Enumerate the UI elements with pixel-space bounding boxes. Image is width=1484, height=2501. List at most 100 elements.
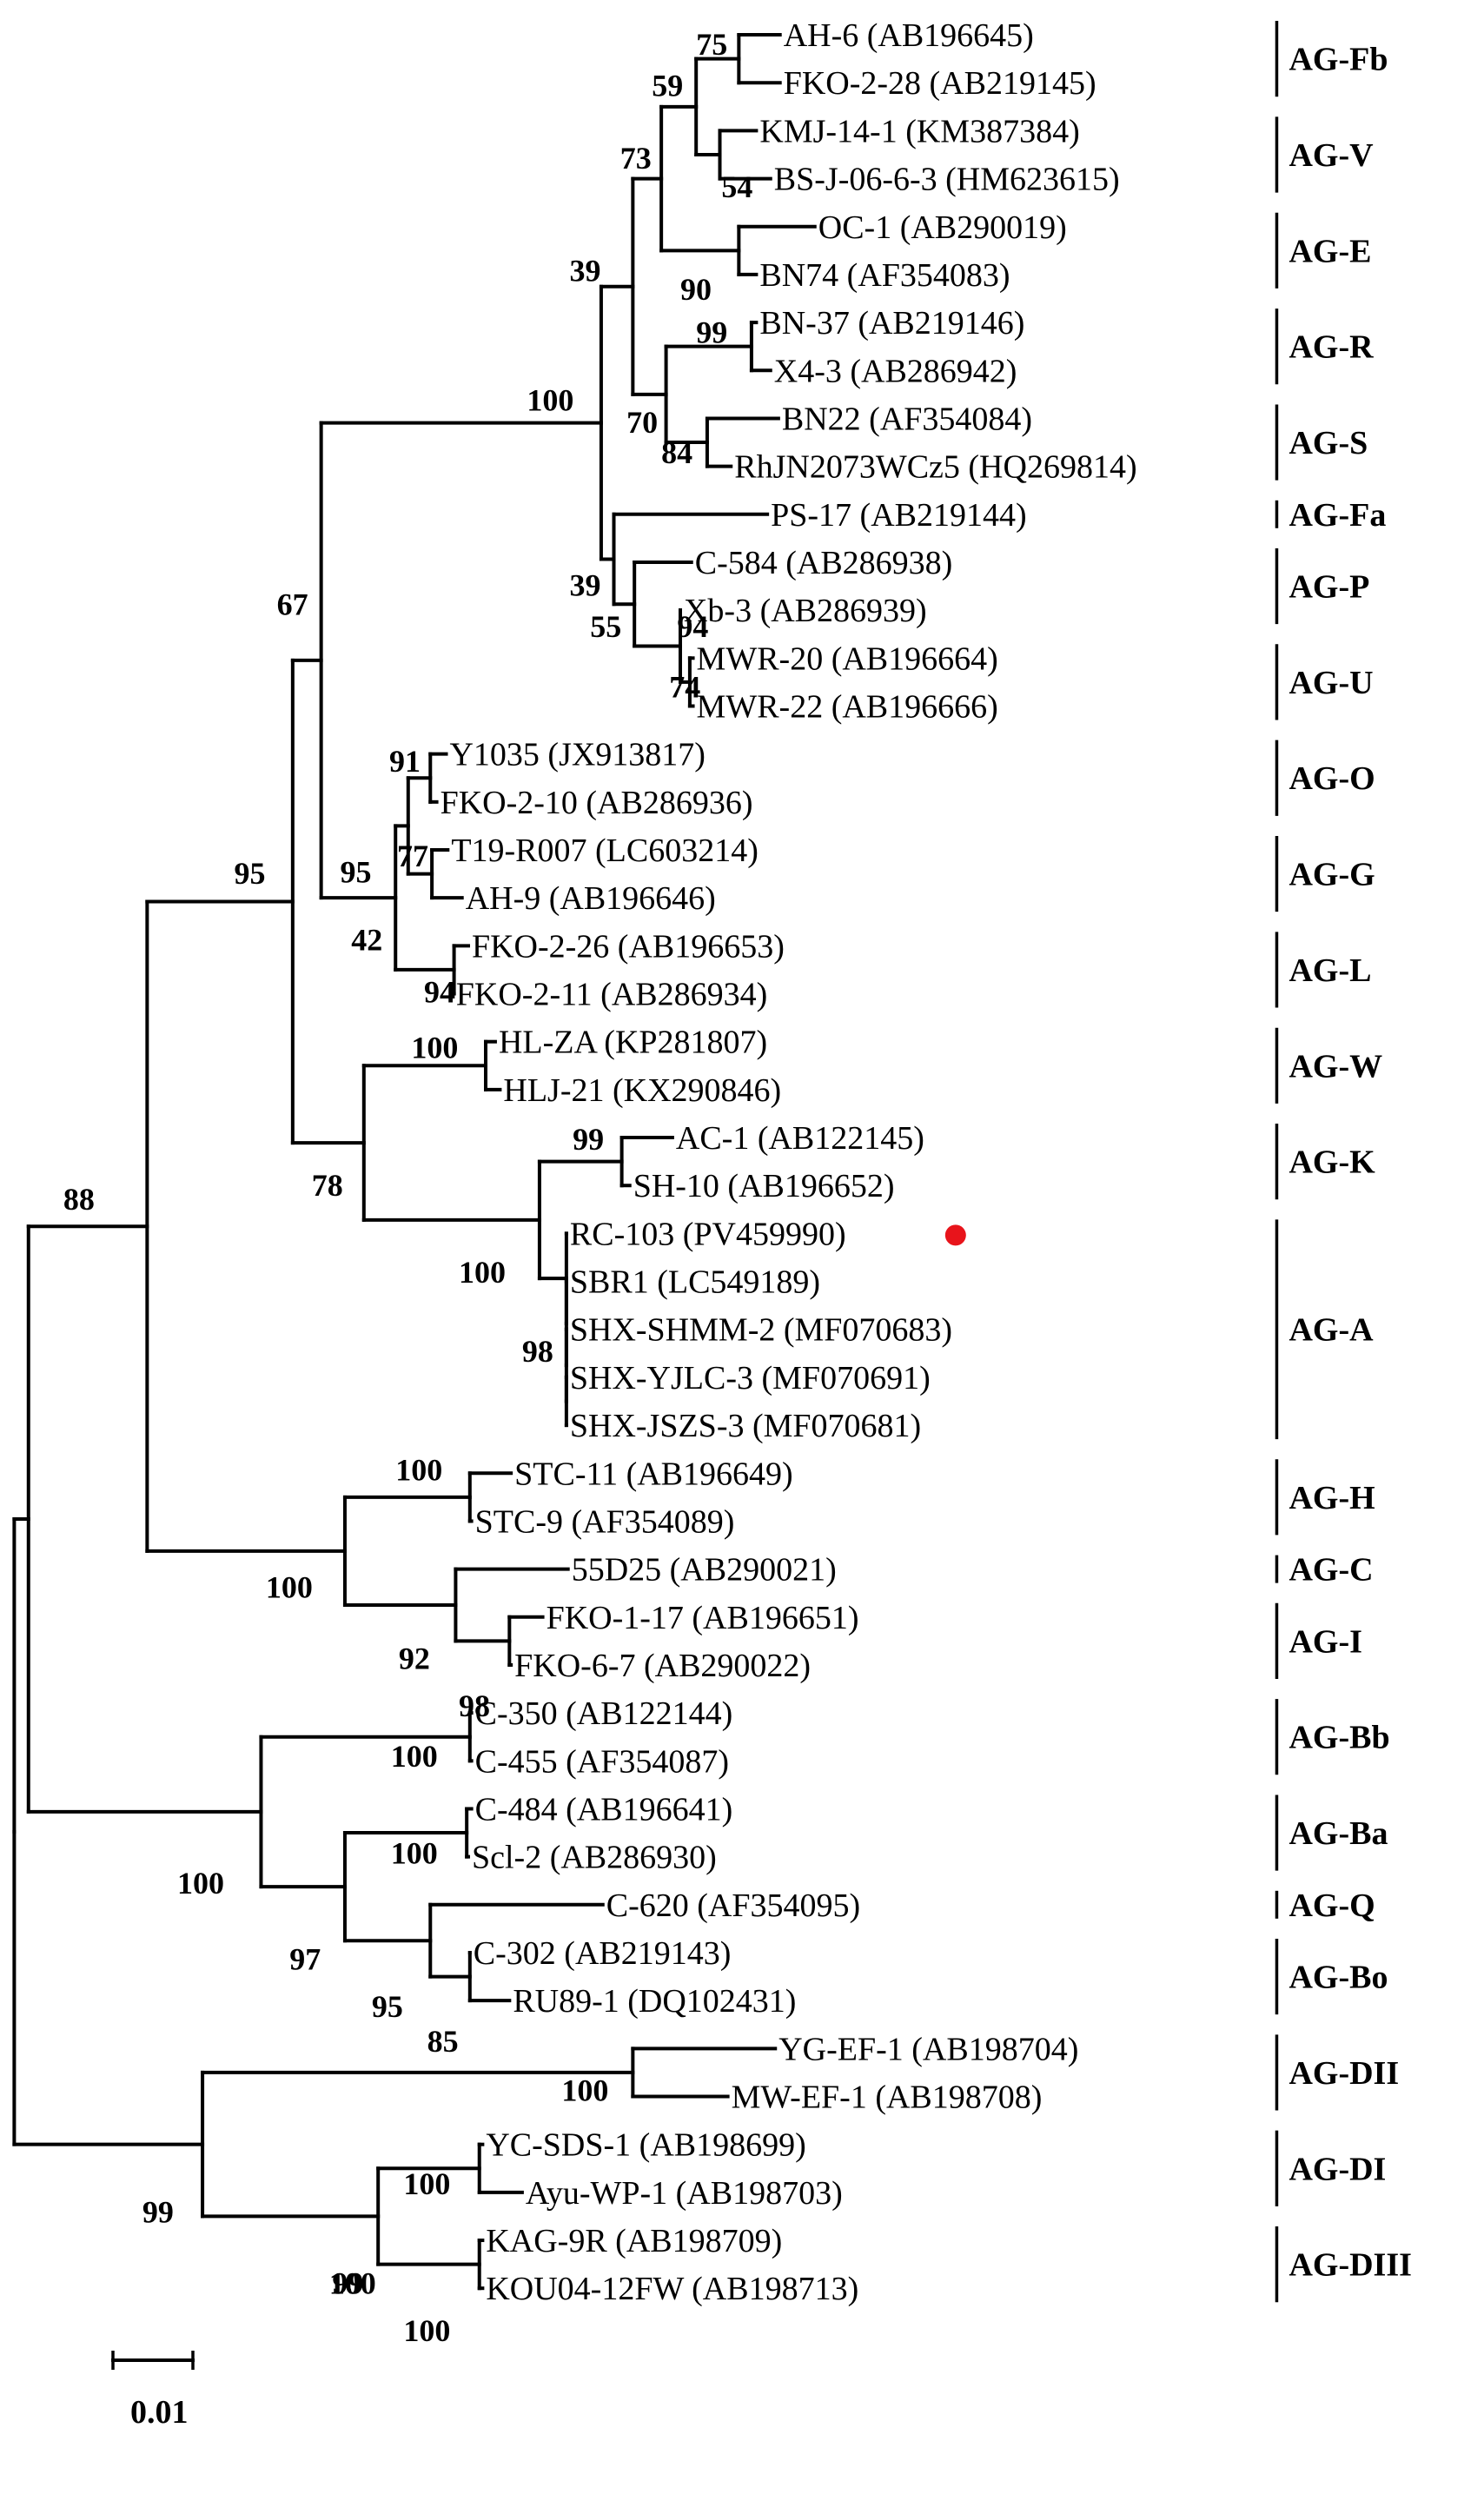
taxon-label: T19-R007 (LC603214) — [451, 833, 759, 869]
bootstrap-value: 99 — [142, 2195, 174, 2230]
bootstrap-value: 94 — [424, 975, 455, 1010]
taxon-label: MW-EF-1 (AB198708) — [732, 2080, 1043, 2116]
taxon-label: KMJ-14-1 (KM387384) — [759, 113, 1079, 149]
group-label: AG-H — [1289, 1480, 1375, 1516]
taxon-label: MWR-22 (AB196666) — [697, 688, 998, 725]
taxon-label: FKO-2-28 (AB219145) — [784, 65, 1096, 102]
taxon-label: AH-6 (AB196645) — [784, 17, 1034, 54]
bootstrap-value: 39 — [570, 253, 601, 288]
bootstrap-value: 100 — [403, 2313, 450, 2348]
taxon-label: YC-SDS-1 (AB198699) — [486, 2127, 805, 2164]
bootstrap-value: 90 — [680, 272, 712, 307]
taxon-label: RhJN2073WCz5 (HQ269814) — [734, 449, 1136, 486]
bootstrap-value: 92 — [399, 1641, 430, 1675]
taxon-label: MWR-20 (AB196664) — [697, 640, 998, 677]
bootstrap-value: 100 — [391, 1739, 438, 1774]
taxon-label: Y1035 (JX913817) — [449, 737, 705, 773]
bootstrap-value: 78 — [312, 1168, 343, 1203]
bootstrap-value: 98 — [459, 1688, 490, 1723]
bootstrap-value: 100 — [561, 2073, 608, 2107]
group-label: AG-Fa — [1289, 497, 1386, 534]
bootstrap-value: 100 — [329, 2266, 376, 2301]
taxon-label: SHX-YJLC-3 (MF070691) — [570, 1360, 931, 1396]
taxon-label: HLJ-21 (KX290846) — [503, 1072, 781, 1109]
taxon-label: HL-ZA (KP281807) — [499, 1025, 767, 1061]
taxon-label: Scl-2 (AB286930) — [472, 1840, 717, 1876]
group-label: AG-Bb — [1289, 1720, 1389, 1756]
group-label: AG-DII — [1289, 2055, 1399, 2092]
bootstrap-value: 97 — [289, 1941, 321, 1976]
bootstrap-value: 100 — [266, 1569, 313, 1604]
group-label: AG-Ba — [1289, 1815, 1388, 1852]
taxon-label: STC-11 (AB196649) — [514, 1456, 793, 1492]
bootstrap-value: 99 — [332, 2266, 363, 2301]
group-label: AG-C — [1289, 1552, 1373, 1589]
taxon-label: BS-J-06-6-3 (HM623615) — [774, 162, 1120, 198]
group-label: AG-O — [1289, 760, 1375, 797]
bootstrap-value: 100 — [391, 1835, 438, 1870]
group-label: AG-P — [1289, 569, 1369, 606]
bootstrap-value: 100 — [403, 2166, 450, 2201]
taxon-label: C-350 (AB122144) — [475, 1695, 733, 1732]
group-label: AG-K — [1289, 1144, 1375, 1181]
bootstrap-value: 70 — [626, 405, 658, 440]
bootstrap-value: 73 — [620, 141, 652, 176]
bootstrap-value: 100 — [395, 1453, 442, 1488]
highlight-marker-dot — [944, 1224, 966, 1246]
taxon-label: SHX-JSZS-3 (MF070681) — [570, 1408, 921, 1444]
bootstrap-value: 84 — [661, 435, 692, 470]
bootstrap-value: 85 — [427, 2024, 459, 2059]
bootstrap-value: 88 — [63, 1182, 95, 1217]
taxon-label: PS-17 (AB219144) — [771, 497, 1027, 534]
bootstrap-value: 39 — [570, 568, 601, 603]
taxon-label: AH-9 (AB196646) — [466, 880, 716, 917]
taxon-label: C-455 (AF354087) — [475, 1743, 729, 1780]
bootstrap-value: 91 — [389, 744, 421, 779]
bootstrap-value: 77 — [397, 839, 428, 873]
group-label: AG-S — [1289, 425, 1368, 461]
taxon-label: 55D25 (AB290021) — [572, 1552, 837, 1589]
group-label: AG-G — [1289, 857, 1375, 893]
bootstrap-value: 99 — [573, 1122, 604, 1157]
bootstrap-value: 67 — [277, 587, 308, 622]
bootstrap-value: 54 — [721, 169, 752, 204]
bootstrap-value: 100 — [177, 1866, 224, 1901]
bootstrap-value: 98 — [522, 1334, 553, 1369]
taxon-label: FKO-6-7 (AB290022) — [514, 1648, 811, 1684]
taxon-label: AC-1 (AB122145) — [676, 1120, 924, 1157]
group-label: AG-V — [1289, 137, 1374, 174]
taxon-label: YG-EF-1 (AB198704) — [778, 2031, 1078, 2067]
taxon-label: C-302 (AB219143) — [474, 1935, 732, 1972]
group-label: AG-R — [1289, 329, 1374, 366]
bootstrap-value: 100 — [527, 383, 573, 418]
taxon-label: BN74 (AF354083) — [759, 257, 1010, 294]
bootstrap-value: 59 — [652, 68, 683, 103]
taxon-label: OC-1 (AB290019) — [818, 209, 1067, 246]
taxon-label: SHX-SHMM-2 (MF070683) — [570, 1312, 952, 1349]
taxon-label: C-620 (AF354095) — [606, 1887, 860, 1924]
taxon-label: RC-103 (PV459990) — [570, 1216, 846, 1252]
bootstrap-value: 42 — [351, 923, 382, 958]
taxon-label: Xb-3 (AB286939) — [684, 593, 927, 629]
taxon-label: C-484 (AB196641) — [475, 1791, 733, 1828]
taxon-label: SH-10 (AB196652) — [633, 1168, 895, 1204]
bootstrap-values: 7559547390399984701009474553967917795944… — [63, 27, 752, 2348]
taxon-label: Ayu-WP-1 (AB198703) — [526, 2175, 843, 2212]
taxon-label: SBR1 (LC549189) — [570, 1264, 820, 1301]
scale-bar: 0.01 — [111, 2351, 195, 2431]
bootstrap-value: 95 — [234, 856, 265, 891]
group-label: AG-A — [1289, 1312, 1374, 1349]
taxon-label: C-584 (AB286938) — [695, 545, 953, 581]
taxon-label: FKO-2-10 (AB286936) — [441, 785, 753, 821]
group-label: AG-DI — [1289, 2151, 1386, 2187]
taxon-label: FKO-2-26 (AB196653) — [472, 928, 785, 965]
group-label: AG-I — [1289, 1623, 1361, 1660]
group-label: AG-U — [1289, 665, 1373, 701]
taxon-label: FKO-1-17 (AB196651) — [547, 1600, 859, 1636]
taxon-label: KAG-9R (AB198709) — [486, 2223, 782, 2259]
taxon-label: X4-3 (AB286942) — [774, 353, 1017, 389]
group-label: AG-Q — [1289, 1887, 1375, 1924]
taxon-label: BN-37 (AB219146) — [759, 305, 1024, 342]
group-label: AG-W — [1289, 1048, 1382, 1085]
